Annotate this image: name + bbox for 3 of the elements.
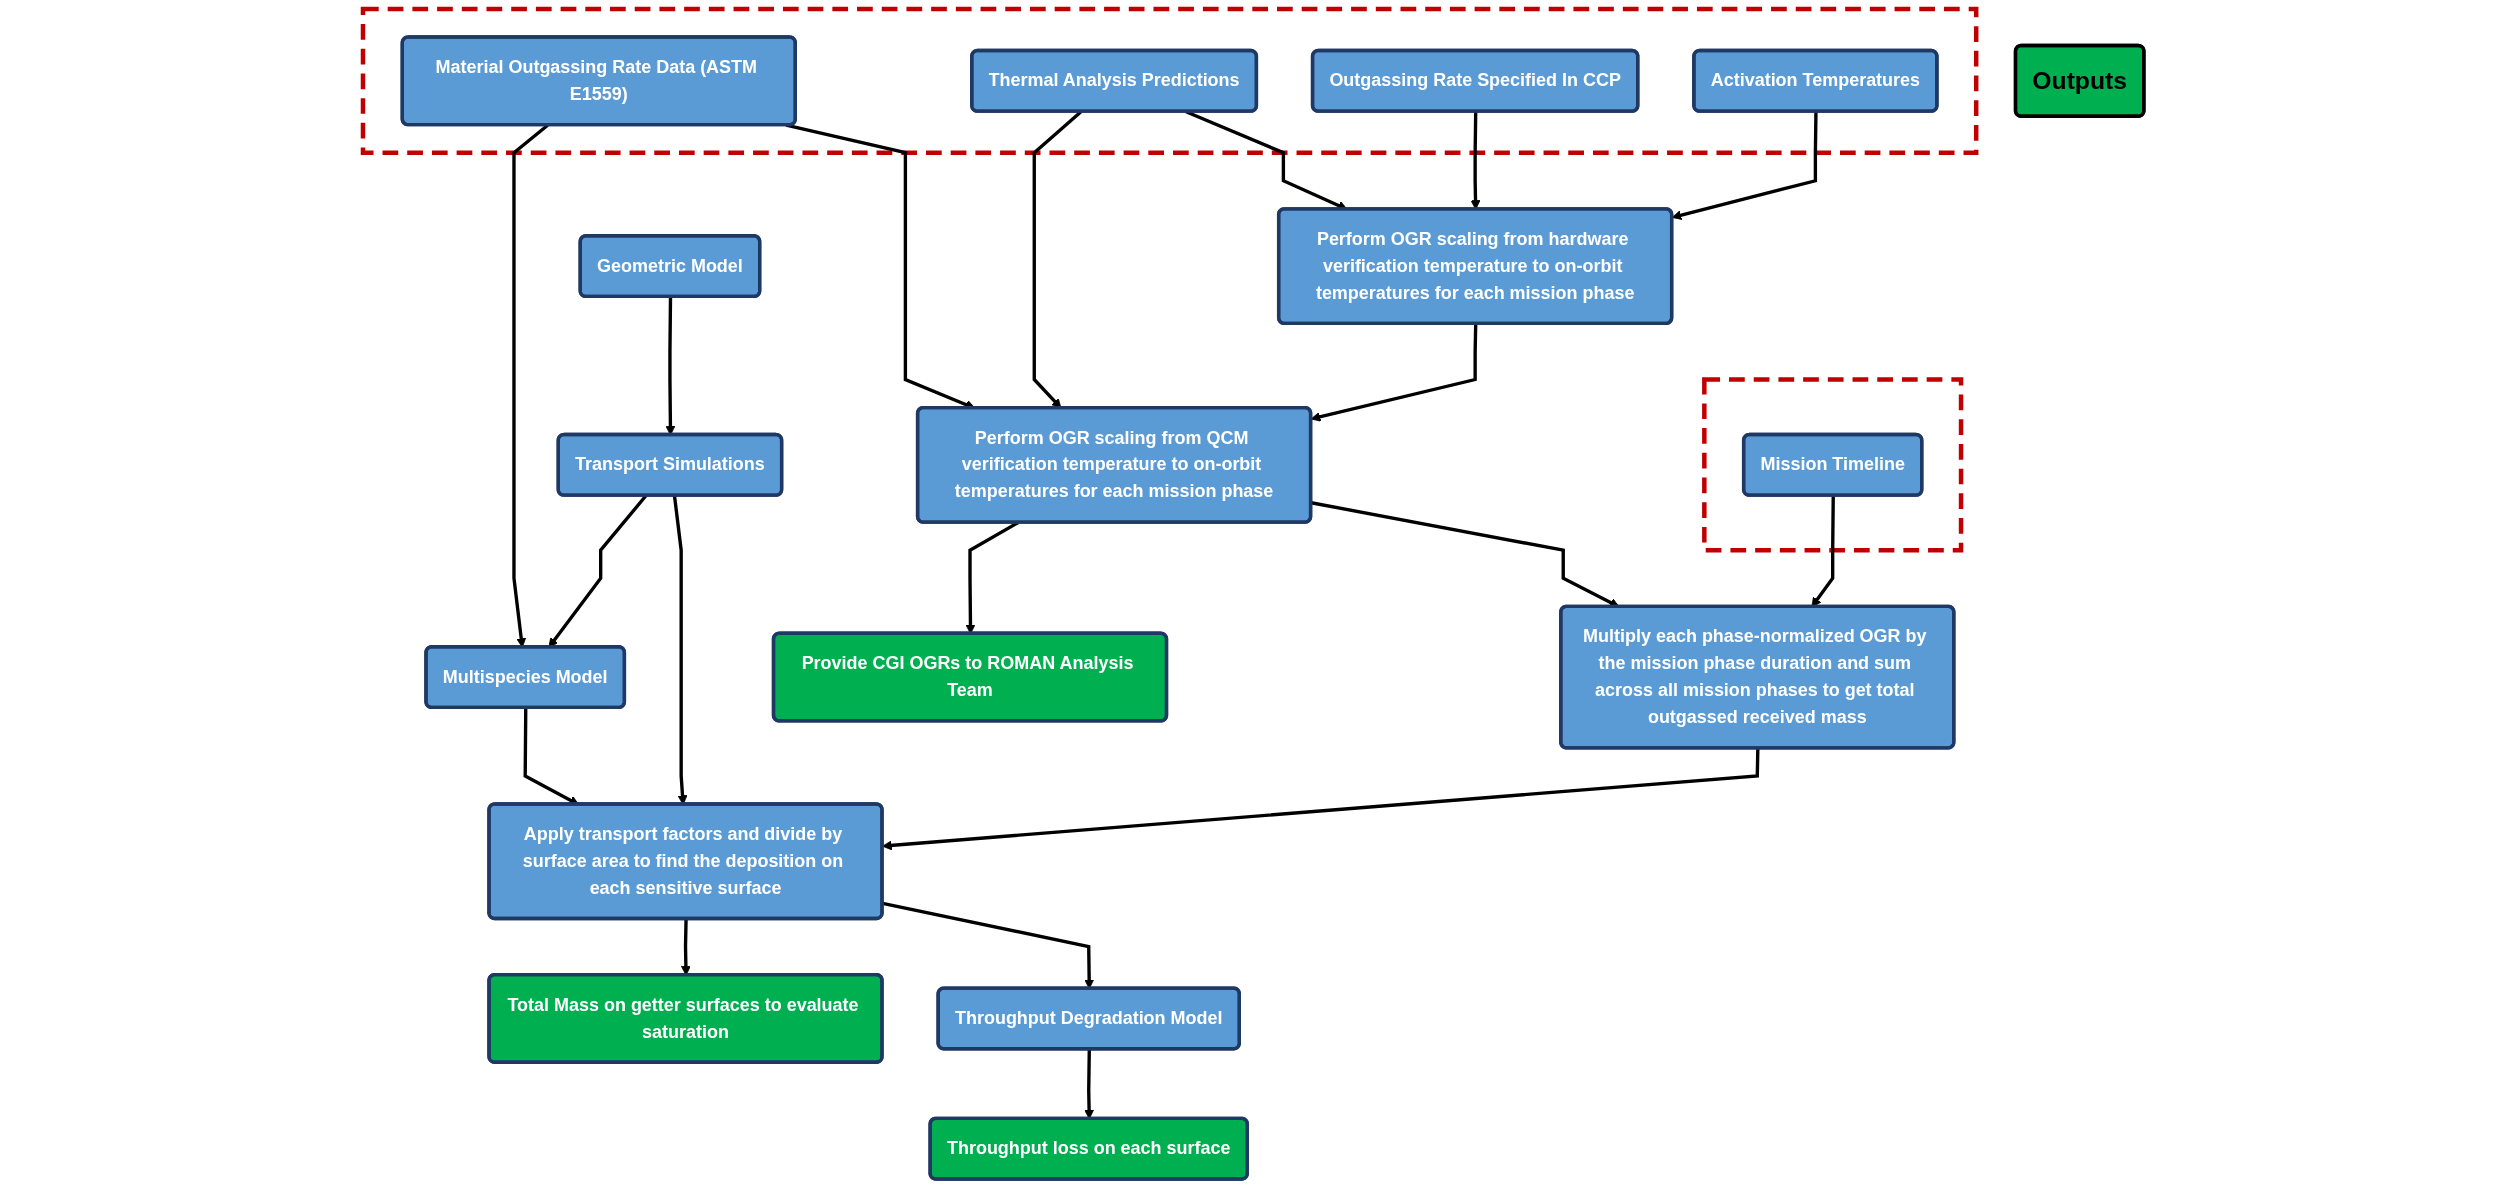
cluster bbox=[1701, 377, 1963, 553]
cluster bbox=[360, 6, 1978, 155]
arrow bbox=[1671, 111, 1818, 220]
